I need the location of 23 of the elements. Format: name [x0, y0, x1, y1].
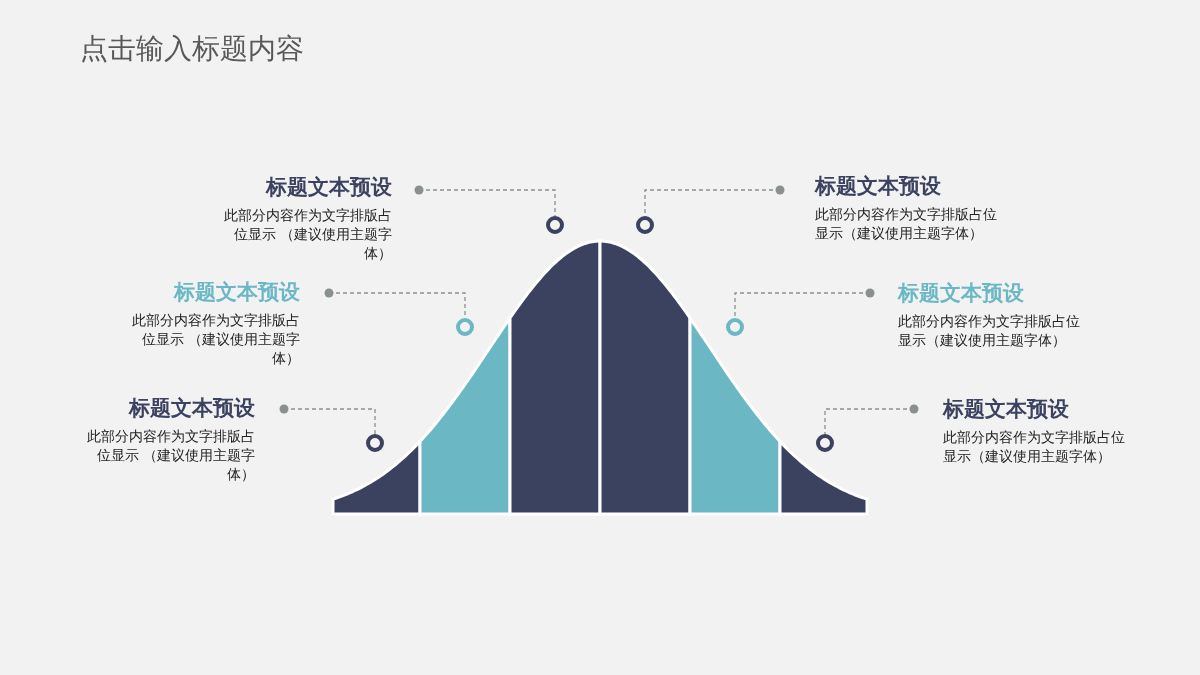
ring-marker: [726, 318, 744, 336]
heading: 标题文本预设: [127, 395, 255, 421]
leader-line: [279, 404, 376, 435]
ring-marker: [546, 216, 564, 234]
description: 此部分内容作为文字排版占位显示 （建议使用主题字体）: [86, 428, 255, 484]
ring-marker: [816, 434, 834, 452]
heading: 标题文本预设: [898, 280, 1025, 306]
description: 此部分内容作为文字排版占位显示（建议使用主题字体）: [943, 429, 1126, 466]
description: 此部分内容作为文字排版占位显示 （建议使用主题字体）: [223, 207, 392, 263]
ring-marker: [366, 434, 384, 452]
description: 此部分内容作为文字排版占位显示（建议使用主题字体）: [898, 313, 1081, 350]
heading: 标题文本预设: [943, 396, 1070, 422]
description: 此部分内容作为文字排版占位显示（建议使用主题字体）: [815, 206, 998, 243]
ring-marker: [456, 318, 474, 336]
ring-marker: [636, 216, 654, 234]
leader-line: [734, 288, 875, 319]
heading: 标题文本预设: [172, 279, 300, 305]
heading: 标题文本预设: [264, 174, 392, 200]
title: 点击输入标题内容: [80, 32, 304, 66]
heading: 标题文本预设: [815, 173, 942, 199]
leader-line: [414, 185, 556, 217]
description: 此部分内容作为文字排版占位显示 （建议使用主题字体）: [131, 312, 300, 368]
leader-line: [824, 404, 919, 435]
